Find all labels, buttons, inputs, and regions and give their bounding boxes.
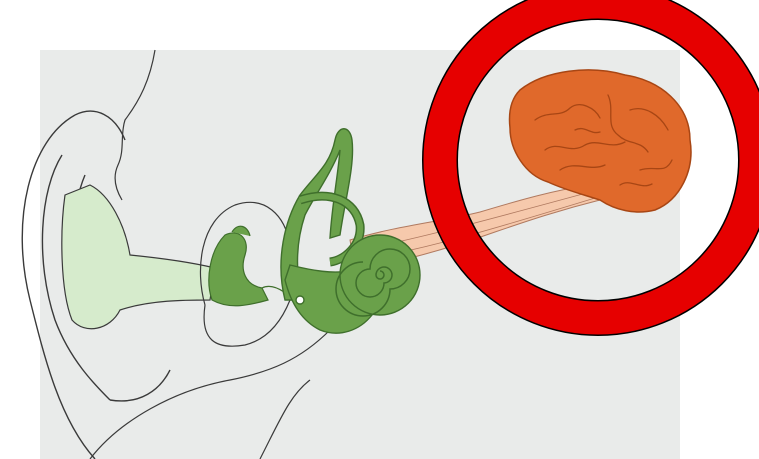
oval-window (296, 296, 304, 304)
